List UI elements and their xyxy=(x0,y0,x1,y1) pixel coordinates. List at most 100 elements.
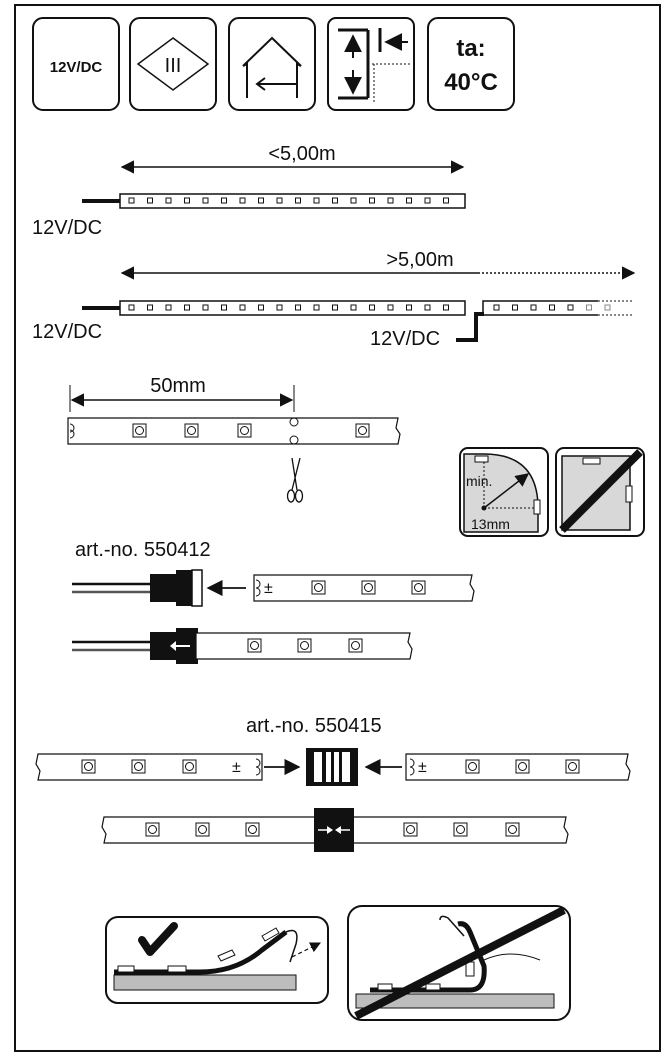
led-dot xyxy=(295,304,301,311)
ta-label-line2: 40°C xyxy=(444,69,498,96)
led-chip xyxy=(411,580,426,595)
led-dot xyxy=(276,304,283,311)
led-dot xyxy=(313,304,320,311)
led-strip: ± xyxy=(253,574,475,602)
led-strip: ± xyxy=(405,753,631,781)
led-chip-lens xyxy=(358,426,367,435)
led-chip xyxy=(182,759,197,774)
led-chip xyxy=(245,822,260,837)
joint-connector xyxy=(314,808,354,852)
led-chip-lens xyxy=(148,825,157,834)
protection-class-label: III xyxy=(165,55,182,77)
led-chip-lens xyxy=(456,825,465,834)
led-dot xyxy=(443,197,449,204)
led-dot xyxy=(313,197,320,204)
led-chip-lens xyxy=(518,762,527,771)
feed-connector-closed xyxy=(72,628,413,664)
led-dot xyxy=(147,304,153,311)
led-dot xyxy=(184,197,190,204)
led-dot xyxy=(147,197,153,204)
over-length-diagram: >5,00m 12V/DC 12V/DC xyxy=(32,249,636,350)
led-dot xyxy=(530,304,537,311)
joint-connector-open: ± ± xyxy=(35,748,631,786)
led-strip xyxy=(67,417,401,445)
led-chip xyxy=(195,822,210,837)
led-chip-lens xyxy=(568,762,577,771)
cut-interval-label: 50mm xyxy=(150,375,206,397)
max-length-label: <5,00m xyxy=(268,143,335,165)
ambient-temperature-icon: ta: 40°C xyxy=(427,17,515,111)
led-chip-lens xyxy=(185,762,194,771)
bend-radius-label: 13mm xyxy=(471,516,510,532)
led-dot xyxy=(239,197,246,204)
led-dot xyxy=(443,304,449,311)
voltage-icon-label: 12V/DC xyxy=(50,59,103,76)
led-chip xyxy=(565,759,580,774)
led-strip: ± xyxy=(35,753,263,781)
voltage-icon: 12V/DC xyxy=(32,17,120,111)
led-chip-lens xyxy=(84,762,93,771)
led-strip xyxy=(195,632,413,660)
led-chip-lens xyxy=(187,426,196,435)
led-chip-lens xyxy=(314,583,323,592)
ta-label-line1: ta: xyxy=(456,35,485,62)
led-dot xyxy=(512,304,518,311)
led-chip xyxy=(81,759,96,774)
led-dot xyxy=(493,304,500,311)
incorrect-installation-panel xyxy=(347,905,571,1021)
bend-radius-diagram: min. 13mm xyxy=(459,447,645,537)
max-length-diagram: <5,00m 12V/DC xyxy=(32,143,466,239)
scissors-icon xyxy=(286,457,304,503)
installation-diagram xyxy=(105,905,571,1021)
led-chip xyxy=(348,638,363,653)
led-dot xyxy=(276,197,283,204)
led-dot xyxy=(184,304,190,311)
led-strip xyxy=(119,193,466,209)
led-chip-lens xyxy=(351,641,360,650)
svg-text:±: ± xyxy=(232,759,241,776)
led-dot xyxy=(202,304,209,311)
led-dot xyxy=(387,197,394,204)
joint-connector-art-no: art.-no. 550415 xyxy=(246,715,382,737)
led-chip xyxy=(505,822,520,837)
led-chip xyxy=(132,423,147,438)
led-chip-lens xyxy=(468,762,477,771)
led-chip xyxy=(145,822,160,837)
led-strip-extension xyxy=(482,300,632,316)
led-chip-lens xyxy=(135,426,144,435)
joint-connector xyxy=(306,748,358,786)
supply-voltage-label: 12V/DC xyxy=(370,328,440,350)
led-dot xyxy=(258,304,264,311)
led-dot xyxy=(221,197,227,204)
led-chip xyxy=(355,423,370,438)
svg-text:±: ± xyxy=(418,759,427,776)
over-length-label: >5,00m xyxy=(386,249,453,271)
checkmark-icon xyxy=(138,922,178,956)
led-dot xyxy=(295,197,301,204)
led-chip-lens xyxy=(406,825,415,834)
correct-installation-panel xyxy=(105,916,329,1004)
led-dot xyxy=(258,197,264,204)
svg-text:±: ± xyxy=(264,580,273,597)
led-chip xyxy=(297,638,312,653)
led-dot xyxy=(165,304,172,311)
indoor-use-icon xyxy=(228,17,316,111)
led-chip xyxy=(403,822,418,837)
led-dot xyxy=(406,197,412,204)
led-dot xyxy=(350,197,357,204)
feed-connector-open: ± xyxy=(72,569,475,607)
supply-voltage-label: 12V/DC xyxy=(32,217,102,239)
led-dot xyxy=(165,197,172,204)
led-chip-lens xyxy=(250,641,259,650)
led-dot xyxy=(202,197,209,204)
led-dot xyxy=(128,197,135,204)
led-dot xyxy=(332,304,338,311)
led-dot xyxy=(604,304,611,311)
led-chip-lens xyxy=(198,825,207,834)
led-dot xyxy=(350,304,357,311)
led-dot xyxy=(387,304,394,311)
led-chip xyxy=(515,759,530,774)
led-chip-lens xyxy=(248,825,257,834)
joint-connector-closed xyxy=(101,808,569,852)
